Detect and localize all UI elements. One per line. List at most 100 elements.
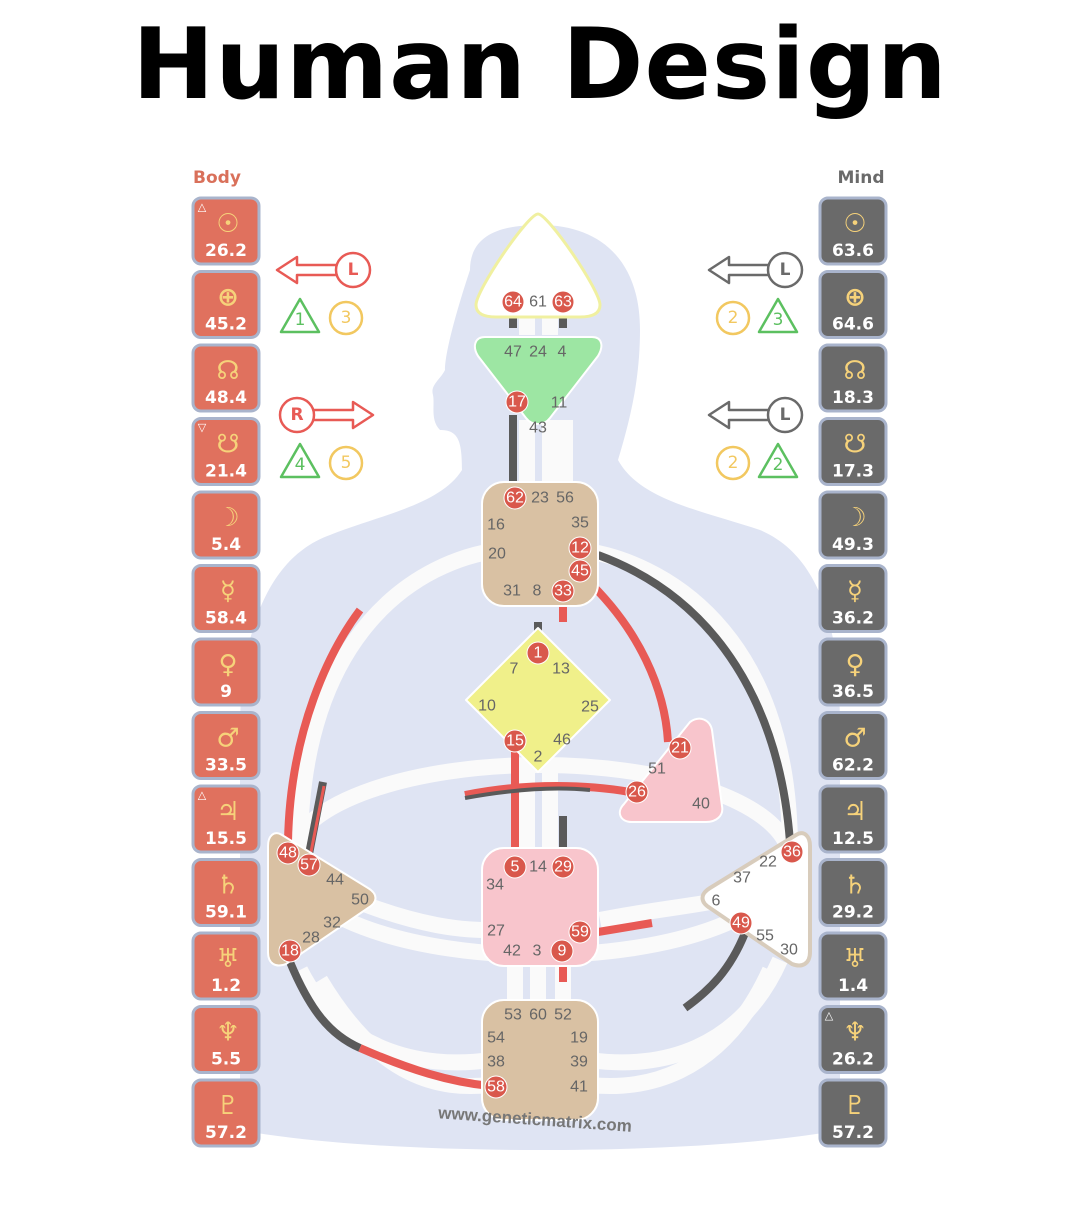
- mind-planet-venus[interactable]: ♀36.5: [818, 637, 888, 707]
- planet-value: 58.4: [205, 609, 247, 629]
- gate-number: 42: [503, 943, 521, 960]
- mind-planet-neptune[interactable]: ♆26.2△: [818, 1005, 888, 1074]
- body-planet-uranus[interactable]: ♅1.2: [191, 931, 261, 1001]
- body-planet-south-node[interactable]: ☋21.4▽: [191, 417, 261, 486]
- gate-33: 33: [551, 579, 575, 603]
- active-gate-marker: [276, 841, 300, 865]
- moon-icon: ☽: [843, 503, 866, 533]
- gate-57-hanging: [305, 781, 327, 855]
- gate-number: 33: [554, 583, 572, 600]
- triangle-number: 2: [773, 455, 784, 475]
- mind-planet-pluto[interactable]: ♇57.2: [818, 1078, 888, 1148]
- body-planet-saturn[interactable]: ♄59.1: [191, 858, 261, 927]
- planet-value: 26.2: [832, 1050, 874, 1070]
- gate-45-21-line: [582, 575, 672, 743]
- body-variable-arrow: L: [275, 251, 372, 289]
- head-center: [474, 212, 602, 319]
- gate-number: 40: [692, 796, 710, 813]
- gate-number: 43: [529, 420, 547, 437]
- centers: [267, 212, 812, 1121]
- active-gate-marker: [526, 641, 550, 665]
- gate-9: 9: [550, 939, 574, 963]
- gate-64: 64: [501, 290, 525, 314]
- body-planet-venus[interactable]: ♀9: [191, 637, 261, 707]
- gate-number: 39: [570, 1054, 588, 1071]
- planet-value: 17.3: [832, 462, 874, 482]
- planet-box: [818, 711, 888, 780]
- circle-number: 2: [728, 453, 739, 473]
- mind-planet-moon[interactable]: ☽49.3: [818, 490, 888, 560]
- gate-18-58-line: [286, 960, 362, 1052]
- mars-icon: ♂: [216, 724, 239, 754]
- mind-variable-arrow: L: [707, 251, 804, 289]
- gate-number: 4: [558, 344, 567, 361]
- gate-number: 53: [504, 1007, 522, 1024]
- planet-box: [191, 417, 261, 486]
- defined-channels: [284, 313, 794, 1090]
- gate-6: 6: [712, 893, 721, 910]
- gate-number: 21: [671, 740, 689, 757]
- gate-number: 3: [533, 943, 542, 960]
- gate-2: 2: [534, 749, 543, 766]
- gate-50: 50: [351, 892, 369, 909]
- planet-marker: ▽: [198, 421, 207, 434]
- active-gate-marker: [551, 855, 575, 879]
- gate-number: 18: [281, 943, 299, 960]
- active-gate-marker: [568, 536, 592, 560]
- gate-26-hanging: [464, 782, 631, 799]
- active-gate-marker: [278, 939, 302, 963]
- planet-value: 5.5: [211, 1050, 241, 1070]
- gate-number: 27: [487, 923, 505, 940]
- gate-28: 28: [302, 930, 320, 947]
- active-gate-marker: [780, 840, 804, 864]
- gate-58: 58: [484, 1075, 508, 1099]
- active-gate-marker: [729, 911, 753, 935]
- planet-value: 36.5: [832, 682, 874, 702]
- gate-19: 19: [570, 1030, 588, 1047]
- body-planet-north-node[interactable]: ☊48.4: [191, 343, 261, 413]
- mind-variable-triangle: 3: [757, 297, 799, 334]
- gate-57-hanging-personality: [309, 785, 326, 853]
- gate-number: 1: [534, 645, 543, 662]
- mind-planet-uranus[interactable]: ♅1.4: [818, 931, 888, 1001]
- gate-37: 37: [733, 870, 751, 887]
- gate-number: 8: [533, 583, 542, 600]
- arrow-left-icon: [707, 255, 769, 285]
- mind-planet-sun[interactable]: ☉63.6: [818, 196, 888, 266]
- mind-planet-mars[interactable]: ♂62.2: [818, 711, 888, 780]
- gate-number: 59: [571, 924, 589, 941]
- body-planet-jupiter[interactable]: ♃15.5△: [191, 784, 261, 854]
- body-planet-moon[interactable]: ☽5.4: [191, 490, 261, 560]
- gate-number: 57: [300, 857, 318, 874]
- triangle-icon: [757, 442, 799, 479]
- body-planet-mercury[interactable]: ☿58.4: [191, 564, 261, 633]
- gate-number: 17: [508, 394, 526, 411]
- gate-number: 37: [733, 870, 751, 887]
- gate-number: 48: [279, 845, 297, 862]
- body-planet-pluto[interactable]: ♇57.2: [191, 1078, 261, 1148]
- mind-planet-earth[interactable]: ⊕64.6: [818, 270, 888, 339]
- gate-14: 14: [529, 859, 547, 876]
- planet-value: 1.4: [838, 976, 868, 996]
- body-planet-neptune[interactable]: ♆5.5: [191, 1005, 261, 1074]
- body-planet-sun[interactable]: ☉26.2△: [191, 196, 261, 266]
- gate-number: 12: [571, 540, 589, 557]
- gate-31: 31: [503, 583, 521, 600]
- gate-36: 36: [780, 840, 804, 864]
- body-planet-earth[interactable]: ⊕45.2: [191, 270, 261, 339]
- gate-number: 2: [534, 749, 543, 766]
- mind-planet-mercury[interactable]: ☿36.2: [818, 564, 888, 633]
- mind-planet-south-node[interactable]: ☋17.3: [818, 417, 888, 486]
- gate-number: 30: [780, 942, 798, 959]
- mind-planet-saturn[interactable]: ♄29.2: [818, 858, 888, 927]
- triangle-icon: [757, 297, 799, 334]
- body-planet-mars[interactable]: ♂33.5: [191, 711, 261, 780]
- gate-number: 31: [503, 583, 521, 600]
- gate-number: 56: [556, 490, 574, 507]
- mind-planet-jupiter[interactable]: ♃12.5: [818, 784, 888, 854]
- planet-box: [191, 1005, 261, 1074]
- gate-number: 24: [529, 344, 547, 361]
- gate-number: 29: [554, 859, 572, 876]
- mind-planet-north-node[interactable]: ☊18.3: [818, 343, 888, 413]
- gate-32: 32: [323, 915, 341, 932]
